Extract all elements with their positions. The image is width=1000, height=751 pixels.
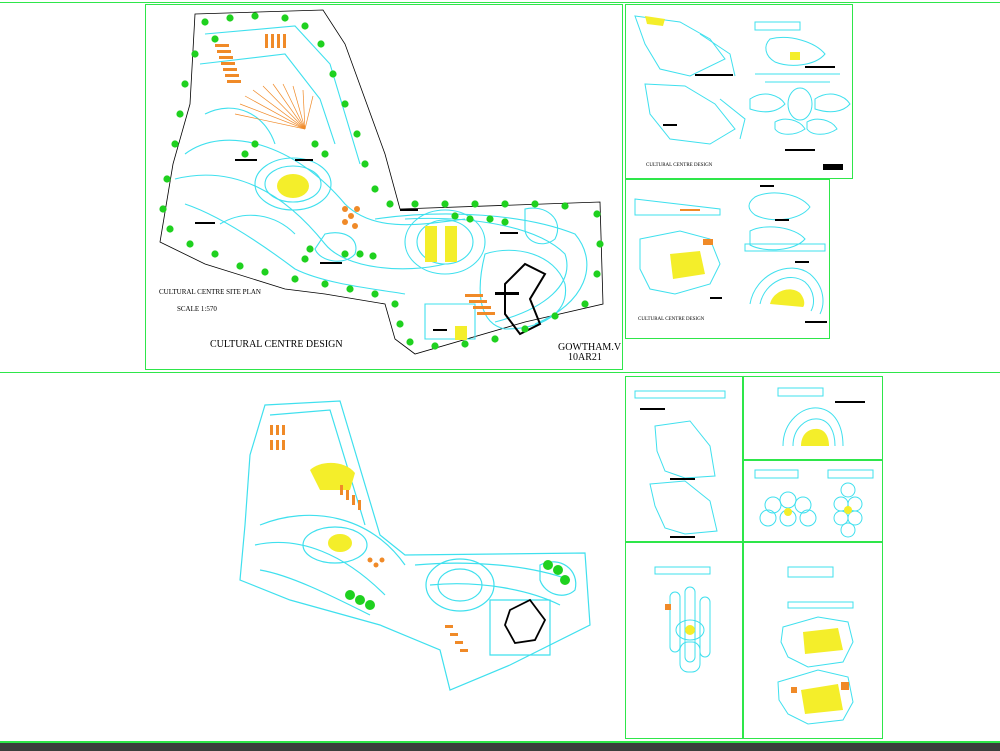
tree-icon xyxy=(371,290,379,298)
tree-icon xyxy=(353,130,361,138)
tree-icon xyxy=(531,200,539,208)
panel-caption-2: CULTURAL CENTRE DESIGN xyxy=(638,317,705,322)
tree-icon xyxy=(211,35,219,43)
tree-icon xyxy=(329,70,337,78)
site-plan-frame xyxy=(145,4,623,370)
roll-number: 10AR21 xyxy=(568,352,602,363)
tree-icon xyxy=(391,300,399,308)
tree-icon xyxy=(171,140,179,148)
tree-icon xyxy=(341,100,349,108)
panel-bottom-3 xyxy=(743,460,883,542)
tree-icon xyxy=(596,240,604,248)
detail-panel-2 xyxy=(777,387,865,447)
panel-bottom-2 xyxy=(743,376,883,460)
detail-panel-3 xyxy=(754,469,874,538)
tree-icon xyxy=(301,255,309,263)
tree-icon xyxy=(521,325,529,333)
tree-icon xyxy=(361,160,369,168)
detail-panel-4 xyxy=(654,566,711,673)
site-plan-drawing xyxy=(159,9,604,355)
tree-icon xyxy=(306,245,314,253)
scale-label: SCALE 1:570 xyxy=(177,305,217,313)
sheet-top-frame xyxy=(0,2,1000,3)
tree-icon xyxy=(386,200,394,208)
detail-panel-1 xyxy=(634,390,726,538)
tree-icon xyxy=(593,270,601,278)
tree-icon xyxy=(166,225,174,233)
tree-icon xyxy=(317,40,325,48)
amphitheatre-plaza xyxy=(277,174,309,198)
panel-caption-1: CULTURAL CENTRE DESIGN xyxy=(646,163,713,168)
tree-icon xyxy=(159,205,167,213)
tree-icon xyxy=(311,140,319,148)
tree-icon xyxy=(163,175,171,183)
tree-icon xyxy=(176,110,184,118)
tree-icon xyxy=(341,250,349,258)
tree-icon xyxy=(226,14,234,22)
sheet-title: CULTURAL CENTRE DESIGN xyxy=(210,339,343,350)
tree-icon xyxy=(281,14,289,22)
tree-icon xyxy=(471,200,479,208)
tree-icon xyxy=(501,200,509,208)
tree-icon xyxy=(411,200,419,208)
tree-icon xyxy=(236,262,244,270)
tree-icon xyxy=(501,218,509,226)
tree-icon xyxy=(593,210,601,218)
tree-icon xyxy=(211,250,219,258)
site-plan-colored xyxy=(239,400,591,691)
tree-icon xyxy=(321,150,329,158)
tree-icon xyxy=(466,215,474,223)
tree-icon xyxy=(291,275,299,283)
tree-icon xyxy=(431,342,439,350)
panel-top-right-b xyxy=(625,179,830,339)
tree-icon xyxy=(251,140,259,148)
tree-icon xyxy=(581,300,589,308)
tree-icon xyxy=(301,22,309,30)
panel-bottom-1 xyxy=(625,376,743,542)
tree-icon xyxy=(551,312,559,320)
tree-icon xyxy=(441,200,449,208)
main-building xyxy=(504,262,547,336)
site-boundary xyxy=(159,9,604,355)
tree-icon xyxy=(356,250,364,258)
sheet-divider xyxy=(0,372,1000,373)
author-name: GOWTHAM.V xyxy=(558,342,622,353)
tree-icon xyxy=(241,150,249,158)
tree-icon xyxy=(261,268,269,276)
tree-icon xyxy=(251,12,259,20)
tree-icon xyxy=(371,185,379,193)
tree-icon xyxy=(191,50,199,58)
tree-icon xyxy=(486,215,494,223)
tree-icon xyxy=(201,18,209,26)
floor-plans-panel-a xyxy=(634,15,851,170)
tree-icon xyxy=(396,320,404,328)
tree-icon xyxy=(186,240,194,248)
tree-icon xyxy=(491,335,499,343)
detail-panel-5 xyxy=(777,566,854,725)
status-strip xyxy=(0,741,1000,751)
tree-icon xyxy=(346,285,354,293)
tree-icon xyxy=(451,212,459,220)
tree-icon xyxy=(321,280,329,288)
tree-icon xyxy=(406,338,414,346)
tree-icon xyxy=(561,202,569,210)
tree-icon xyxy=(461,340,469,348)
tree-icon xyxy=(181,80,189,88)
floor-plans-panel-b xyxy=(634,185,827,323)
panel-bottom-5 xyxy=(743,542,883,739)
panel-top-right-a xyxy=(625,4,853,179)
tree-icon xyxy=(369,252,377,260)
site-plan-label: CULTURAL CENTRE SITE PLAN xyxy=(159,288,261,296)
panel-bottom-4 xyxy=(625,542,743,739)
